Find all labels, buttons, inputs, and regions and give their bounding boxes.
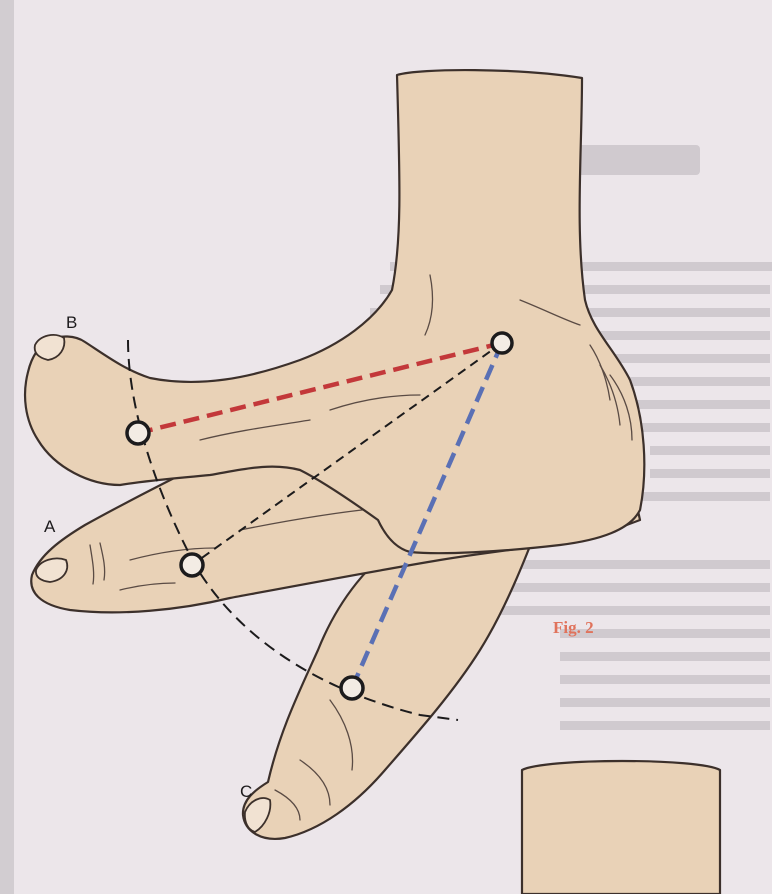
page-edge-shadow [0,0,14,894]
ankle-pivot-marker [492,333,512,353]
label-a: A [44,517,56,536]
partial-leg-bottom [522,761,720,894]
label-c: C [240,782,252,801]
figure-label: Fig. 2 [553,618,594,637]
label-b: B [66,313,77,332]
toe-b-marker [127,422,149,444]
toe-c-marker [341,677,363,699]
toe-a-marker [181,554,203,576]
